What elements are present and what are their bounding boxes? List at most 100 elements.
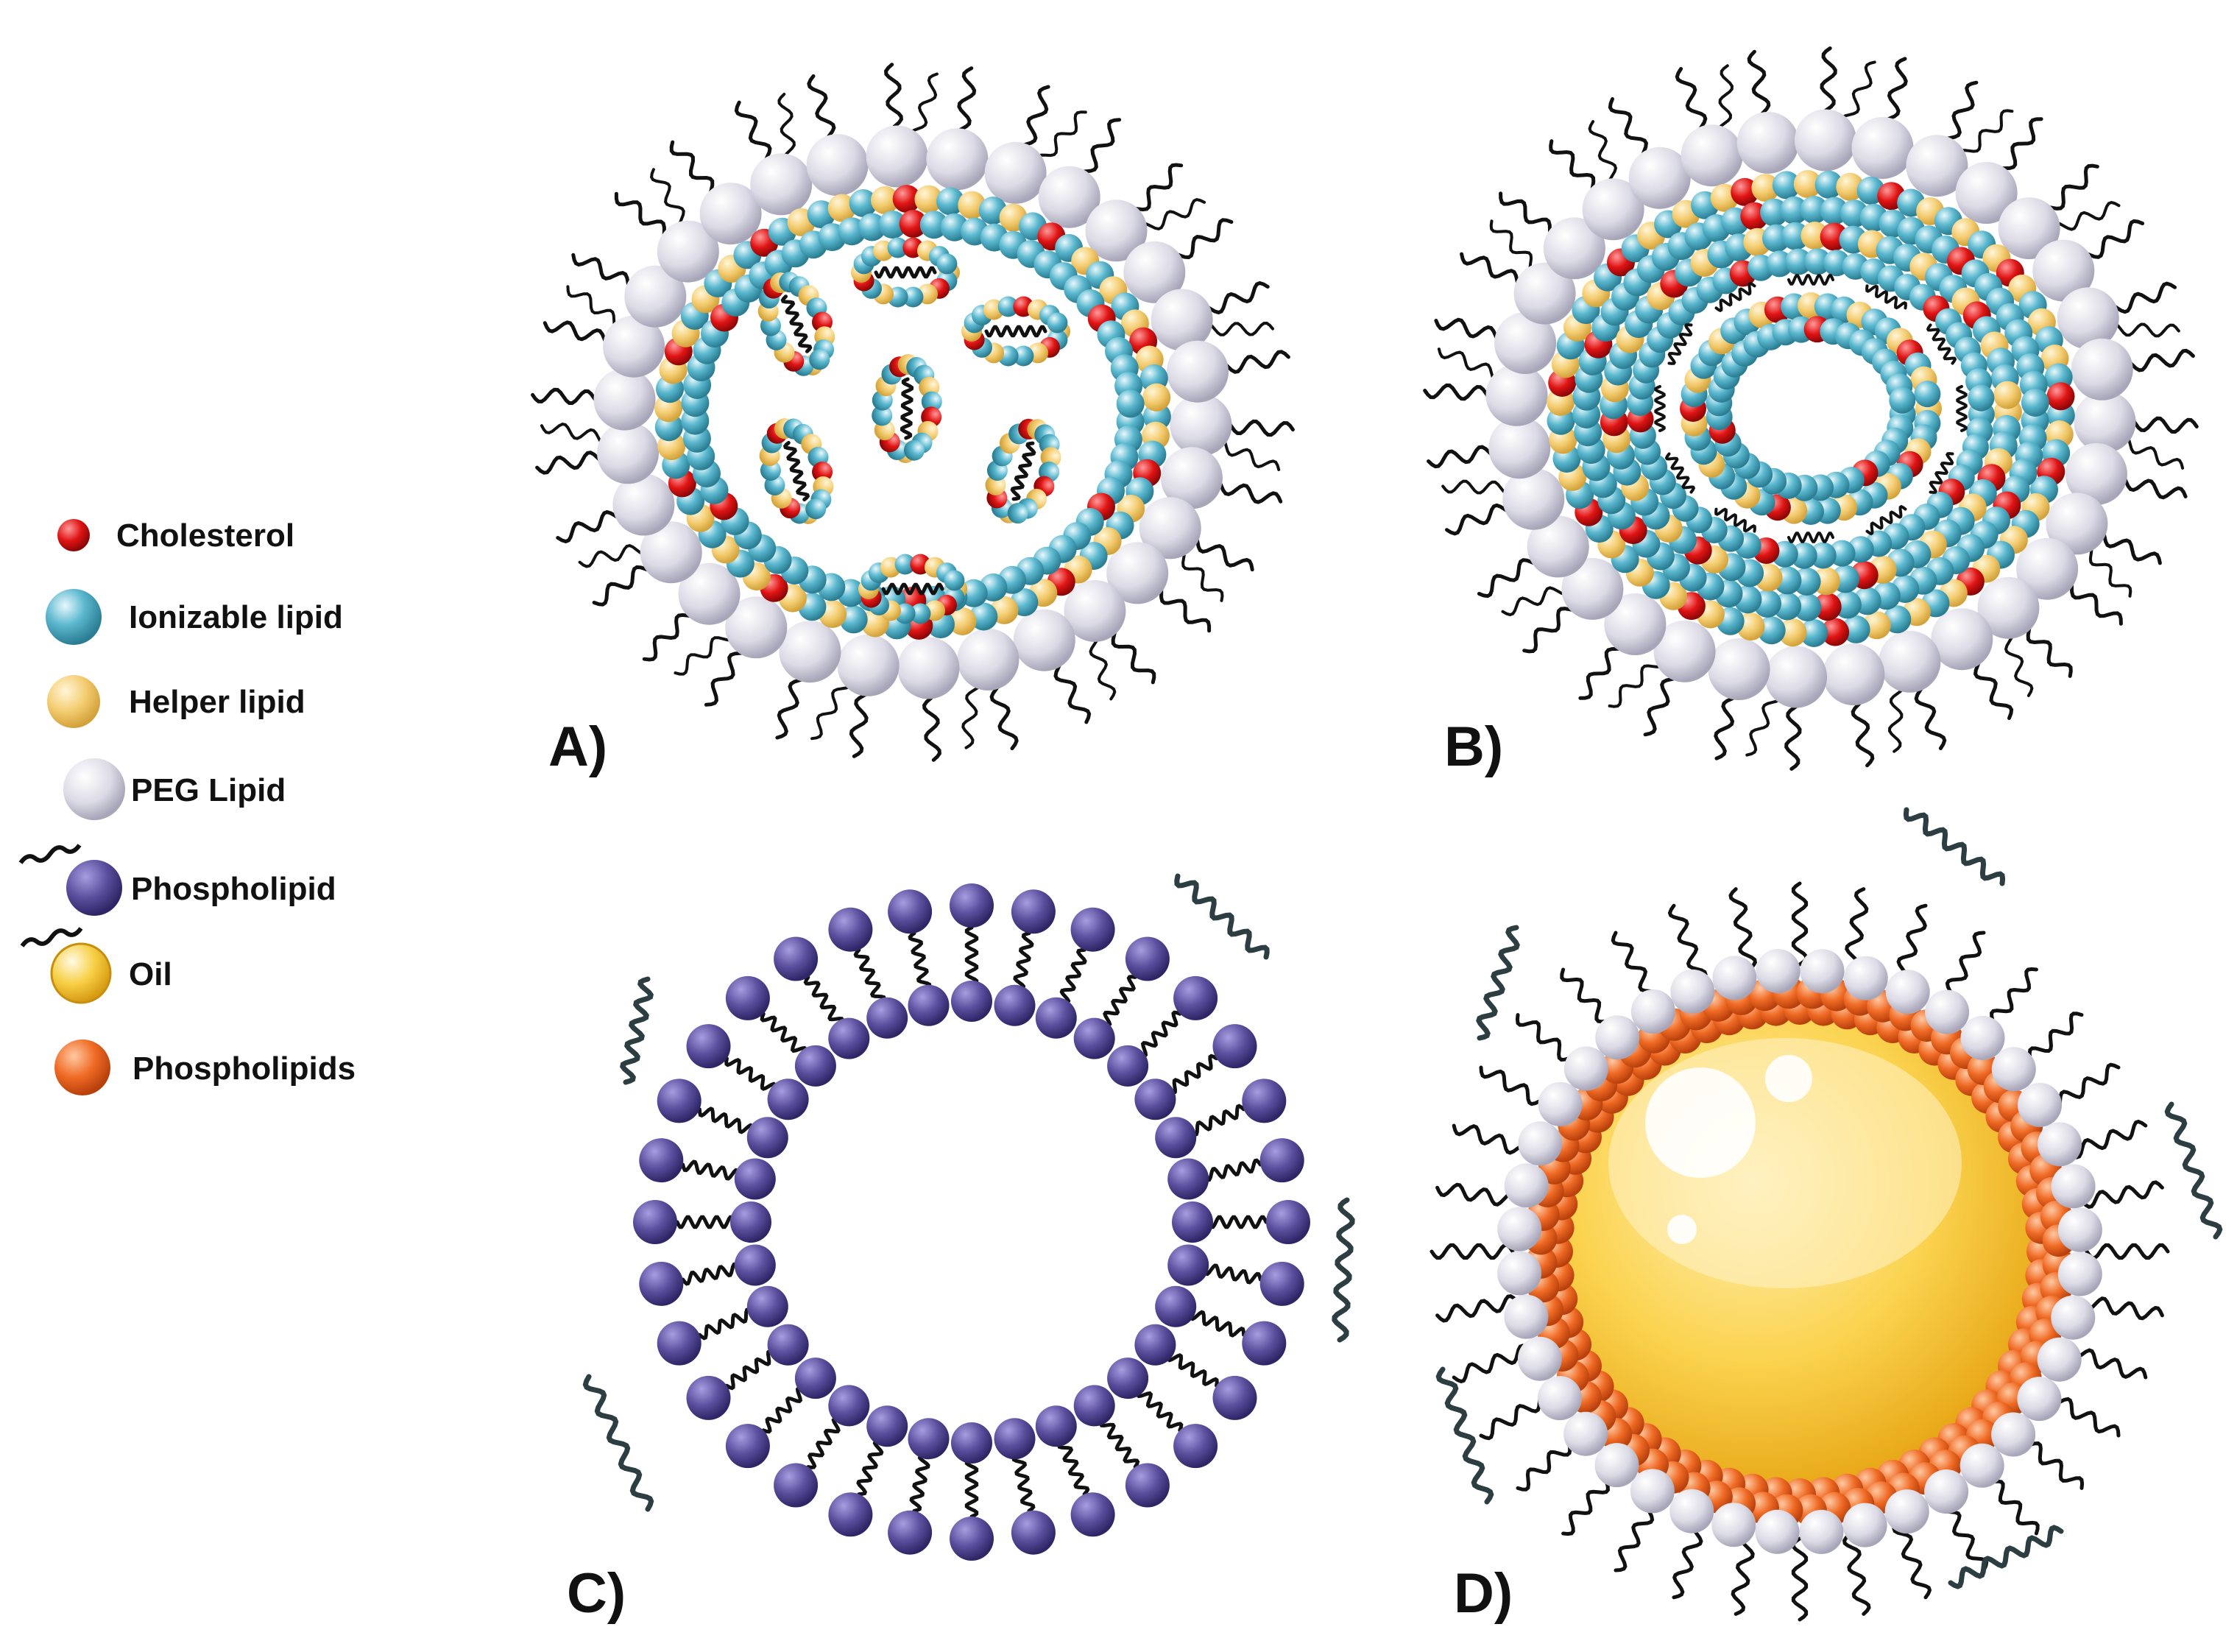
peg-lipid — [1527, 515, 1589, 578]
peg-lipid — [1497, 1251, 1542, 1296]
peg-lipid — [1879, 630, 1941, 693]
peg-lipid — [1925, 989, 1970, 1034]
lipid-tail — [1206, 1215, 1268, 1229]
panel-a-lnp-mrna — [531, 63, 1295, 762]
ionizable-lipid — [1772, 171, 1800, 200]
peg-lipid — [1594, 1443, 1639, 1488]
lipid-tail — [620, 976, 654, 1085]
lipid-tail — [675, 1215, 737, 1229]
peg-lipid — [1823, 643, 1885, 706]
panel-c-liposome — [582, 873, 1355, 1561]
phospholipid — [888, 889, 933, 934]
peg-lipid — [1977, 576, 2040, 639]
ionizable-lipid — [858, 213, 886, 241]
peg-lipid — [957, 628, 1019, 691]
cholesterol-icon — [57, 519, 90, 551]
lipid-tail — [681, 1262, 741, 1286]
lipid-tail — [2068, 1347, 2148, 1380]
cholesterol — [2046, 382, 2075, 411]
phospholipid — [633, 1200, 677, 1244]
peg-lipid — [1485, 364, 1548, 426]
peg-tail-icon — [18, 844, 82, 864]
lipid-tail — [1435, 1182, 1519, 1207]
lipid-tail — [2080, 1180, 2164, 1210]
lipid-tail — [760, 1012, 807, 1056]
phospholipid — [1070, 1492, 1115, 1537]
ionizable-lipid — [1757, 616, 1786, 645]
ionizable-lipid — [936, 187, 965, 216]
phospholipid — [774, 936, 819, 981]
phospholipid — [794, 1045, 836, 1087]
peg-lipid — [1064, 579, 1126, 642]
phospholipid — [657, 1321, 702, 1366]
panel-label-c: C) — [567, 1562, 626, 1625]
ionizable-lipid — [809, 349, 830, 370]
ionizable-lipid — [944, 570, 965, 591]
peg-lipid — [2057, 1207, 2102, 1252]
peg-lipid — [1160, 447, 1223, 509]
legend-label: Cholesterol — [116, 518, 294, 554]
peg-lipid — [1955, 162, 2018, 224]
peg-lipid — [1681, 124, 1743, 187]
lipid-tail — [1332, 1197, 1355, 1343]
legend-item-peg-lipid: PEG Lipid — [18, 758, 286, 864]
lipid-tail — [724, 1056, 777, 1092]
peg-lipid — [2051, 1164, 2096, 1209]
peg-lipid — [678, 562, 741, 625]
peg-lipid — [1765, 646, 1827, 708]
peg-lipid — [1991, 1047, 2036, 1092]
helper-lipid — [1862, 611, 1891, 640]
mrna-core — [985, 418, 1061, 524]
lipid-tail — [853, 947, 887, 1005]
oil-shine — [1645, 1067, 1756, 1178]
legend: Cholesterol Ionizable lipid Helper lipid… — [18, 518, 356, 1095]
peg-lipid — [1906, 135, 1968, 197]
peg-lipid — [1653, 620, 1716, 682]
ionizable-lipid — [887, 237, 908, 258]
lipid-tail — [1011, 1452, 1036, 1513]
ionizable-lipid — [969, 602, 998, 631]
helper-lipid — [1793, 170, 1822, 198]
ionizable-lipid — [1800, 196, 1828, 224]
ionizable-lipid — [1804, 248, 1831, 275]
peg-lipid — [926, 128, 989, 191]
phospholipid — [1134, 1324, 1176, 1366]
peg-lipid — [2038, 1122, 2082, 1167]
phospholipid — [734, 1158, 776, 1200]
lipid-tail — [724, 1349, 777, 1391]
peg-lipid — [1991, 1412, 2036, 1457]
peg-lipid — [1561, 557, 1624, 620]
lipid-tail — [1654, 385, 1666, 432]
lipid-tail — [806, 1416, 842, 1469]
ionizable-lipid — [903, 440, 925, 461]
peg-lipid — [1931, 608, 1993, 671]
phospholipid — [1173, 1424, 1218, 1469]
phospholipid — [908, 984, 950, 1026]
phospholipid — [828, 1492, 873, 1537]
peg-lipid — [1800, 949, 1845, 994]
lipid-tail — [782, 440, 810, 502]
lipid-tail — [1189, 1104, 1246, 1137]
lipid-tail — [1929, 452, 1954, 494]
mrna-core — [851, 237, 960, 308]
helper-lipid — [1142, 383, 1171, 412]
mrna-core — [759, 418, 834, 524]
lipid-tail — [964, 925, 979, 987]
peg-lipid — [837, 634, 900, 696]
peg-lipid — [1582, 178, 1644, 241]
lipid-tail — [1059, 947, 1087, 1005]
phospholipid — [1107, 1045, 1149, 1087]
phospholipid — [866, 997, 908, 1039]
lipid-tail — [964, 1457, 979, 1519]
legend-label: Ionizable lipid — [129, 599, 343, 635]
peg-lipid — [1085, 200, 1148, 262]
lipid-tail — [1895, 903, 1928, 984]
ionizable-lipid — [760, 459, 781, 481]
peg-lipid — [1151, 289, 1213, 351]
peg-lipid — [1538, 1081, 1583, 1126]
peg-lipid — [984, 141, 1047, 204]
phospholipid — [1125, 1463, 1170, 1508]
lipid-tail — [681, 1159, 741, 1181]
lipid-tail — [780, 294, 813, 353]
lipid-tail — [881, 582, 944, 596]
